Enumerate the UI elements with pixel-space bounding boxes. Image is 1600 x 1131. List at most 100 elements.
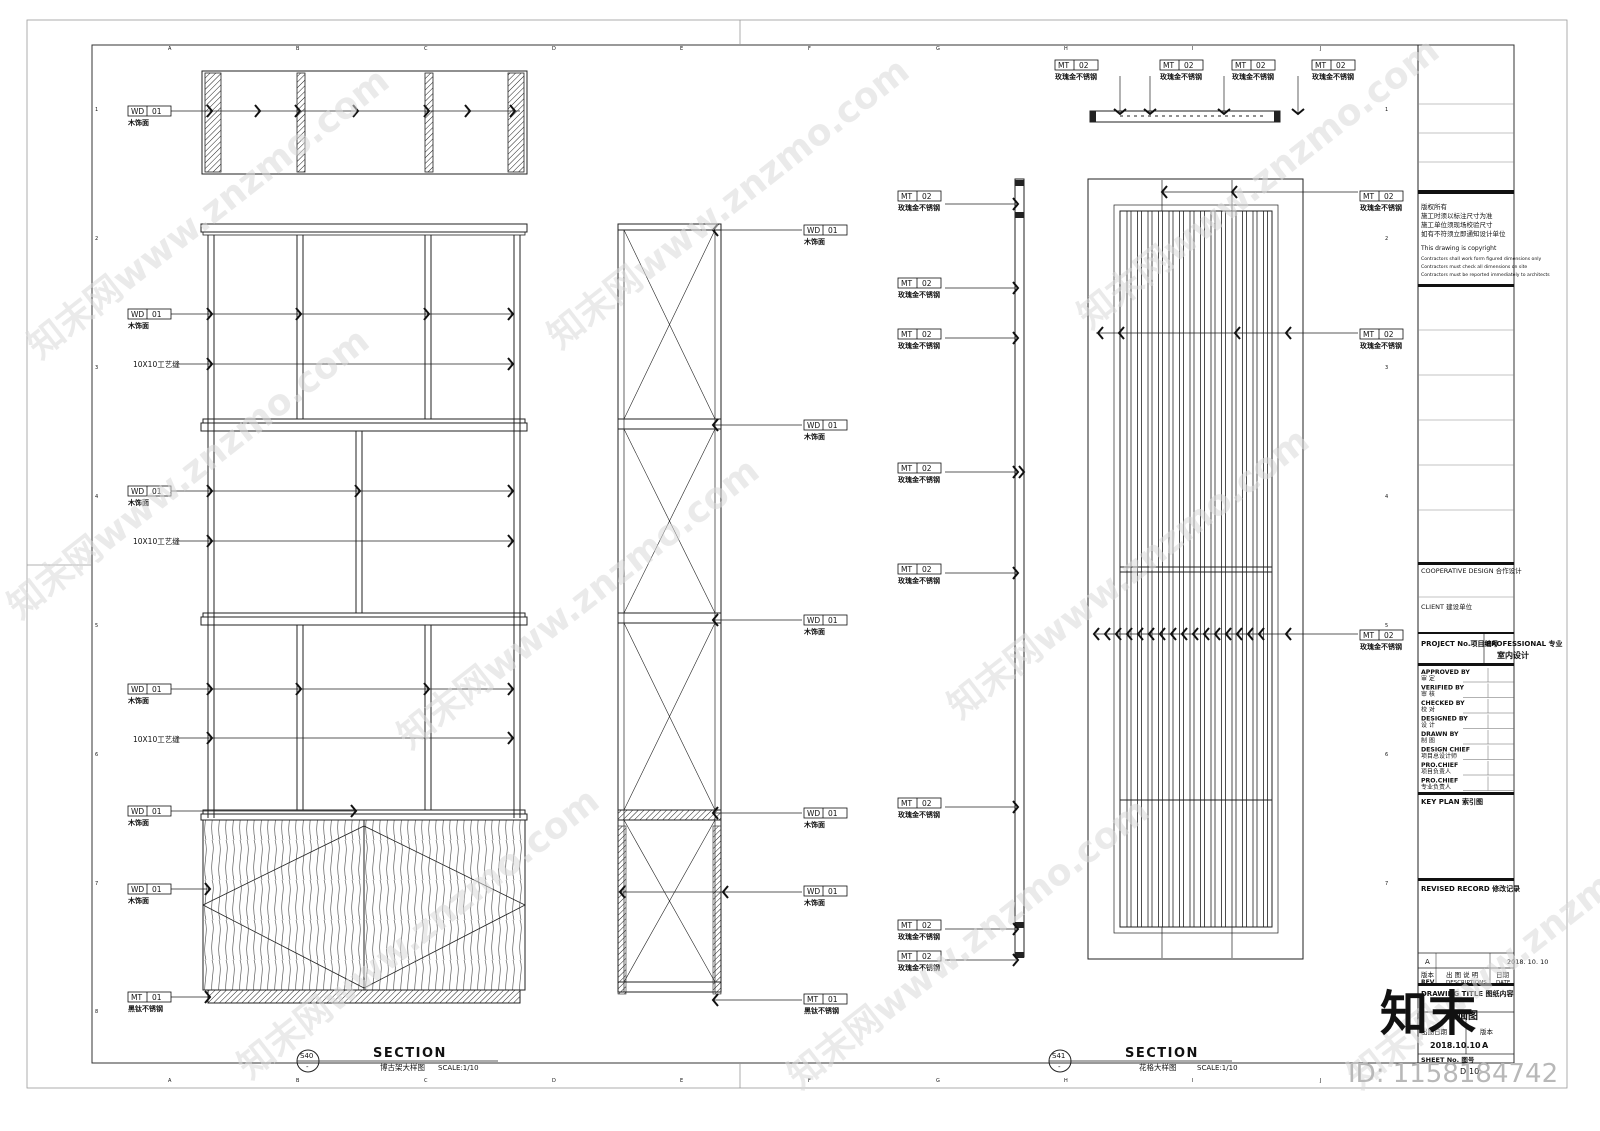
screen-bar (1242, 210, 1247, 928)
copyright-en-1: This drawing is copyright (1420, 245, 1497, 252)
screen-bar (1137, 210, 1142, 928)
leader-arrow (1136, 627, 1144, 641)
left-leader-arrows (204, 104, 517, 1004)
screen-bar (1263, 210, 1268, 928)
leader-arrow (1012, 922, 1020, 936)
leader-arrow (206, 731, 214, 745)
leader-arrow (1012, 953, 1020, 967)
tag-label: 玫瑰金不锈钢 (898, 203, 940, 212)
tag-code: MT (1363, 330, 1374, 339)
version-label: 版本 (1480, 1027, 1494, 1036)
leader-arrow (1246, 627, 1254, 641)
tag-label: 玫瑰金不锈钢 (898, 341, 940, 350)
sheet-no-value: D-10 (1460, 1067, 1479, 1076)
issue-date-value: 2018.10.10 (1430, 1041, 1481, 1050)
screen-bar (1189, 210, 1195, 928)
screen-bar (1126, 210, 1132, 928)
leader-arrow (711, 223, 719, 237)
grid-column-label: G (936, 1078, 940, 1084)
grid-row-label: 5 (95, 623, 98, 629)
leader-arrow (711, 806, 719, 820)
left-section-scale: SCALE:1/10 (438, 1064, 479, 1072)
tag-code: WD (807, 421, 820, 430)
leader-arrow (1092, 627, 1100, 641)
grid-column-label: J (1319, 46, 1321, 52)
leader-arrow (507, 534, 515, 548)
grid-column-label: H (1064, 1078, 1068, 1084)
tag-code: MT (1363, 192, 1374, 201)
tag-code: MT (1163, 61, 1174, 70)
leader-arrow (1114, 627, 1122, 641)
tag-label: 玫瑰金不锈钢 (1360, 341, 1402, 350)
leader-arrow (1291, 108, 1305, 116)
grid-column-label: D (552, 1078, 556, 1084)
leader-arrow (1257, 627, 1265, 641)
grid-column-label: G (936, 46, 940, 52)
grid-row-label: 4 (95, 494, 98, 500)
title-block-frame (1417, 45, 1514, 1063)
version-value: A (1482, 1041, 1489, 1050)
tag-number: 02 (922, 921, 932, 930)
drawing-title-label: DRAWING TITLE 图纸内容 (1421, 989, 1514, 998)
tag-label: 黑钛不锈钢 (804, 1006, 839, 1015)
tag-label: 玫瑰金不锈钢 (898, 576, 940, 585)
screen-bar (1168, 210, 1174, 928)
copyright-en-2: Contractors shall work form figured dime… (1421, 256, 1542, 262)
leader-arrow (206, 104, 214, 118)
grid-row-label: 6 (95, 752, 98, 758)
copyright-line-2: 施工时须以标注尺寸为准 (1421, 211, 1493, 220)
screen-side-profile (945, 178, 1025, 961)
role-label-cn: 设 计 (1421, 721, 1435, 729)
shelf-side-section (617, 223, 802, 1001)
grid-column-label: F (808, 1078, 811, 1084)
tag-label: 木饰面 (803, 237, 825, 246)
role-label-cn: 项目负责人 (1421, 768, 1451, 776)
professional-label: PROFESSIONAL 专业 (1486, 639, 1563, 648)
role-label-cn: 审 定 (1421, 675, 1435, 683)
tag-number: 02 (922, 952, 932, 961)
copyright-en-3: Contractors must check all dimensions on… (1421, 264, 1527, 270)
leader-arrow (294, 104, 302, 118)
tag-code: WD (131, 310, 144, 319)
tag-number: 02 (922, 279, 932, 288)
rev-date: 2018. 10. 10 (1507, 958, 1548, 966)
watermark-logo: 知末 (1380, 986, 1476, 1042)
grid-column-label: C (424, 1078, 428, 1084)
leader-arrow (1103, 627, 1111, 641)
tag-number: 02 (1384, 631, 1394, 640)
grid-column-label: I (1192, 1078, 1193, 1084)
watermark-9: 知末网www.znzmo.com (1340, 790, 1600, 1097)
leader-arrow (711, 993, 719, 1007)
grid-row-label: 4 (1385, 494, 1388, 500)
role-label-cn: 审 核 (1421, 690, 1435, 698)
leader-arrow (295, 307, 303, 321)
leader-arrow (1125, 627, 1133, 641)
tag-label: 玫瑰金不锈钢 (898, 932, 940, 941)
tag-label: 黑钛不锈钢 (128, 1004, 163, 1013)
rev-head-en: REV (1421, 979, 1435, 986)
grid-row-label: 1 (1385, 107, 1388, 113)
leader-arrow (711, 418, 719, 432)
tag-label: 木饰面 (127, 696, 149, 705)
tag-number: 02 (922, 330, 932, 339)
tag-code: WD (131, 107, 144, 116)
tag-code: WD (807, 616, 820, 625)
tag-label: 玫瑰金不锈钢 (898, 475, 940, 484)
role-label-en: DESIGN CHIEF (1421, 747, 1470, 754)
tag-number: 01 (828, 421, 838, 430)
screen-bar (1179, 210, 1184, 928)
grid-row-label: 7 (95, 881, 98, 887)
tag-code: MT (901, 330, 912, 339)
